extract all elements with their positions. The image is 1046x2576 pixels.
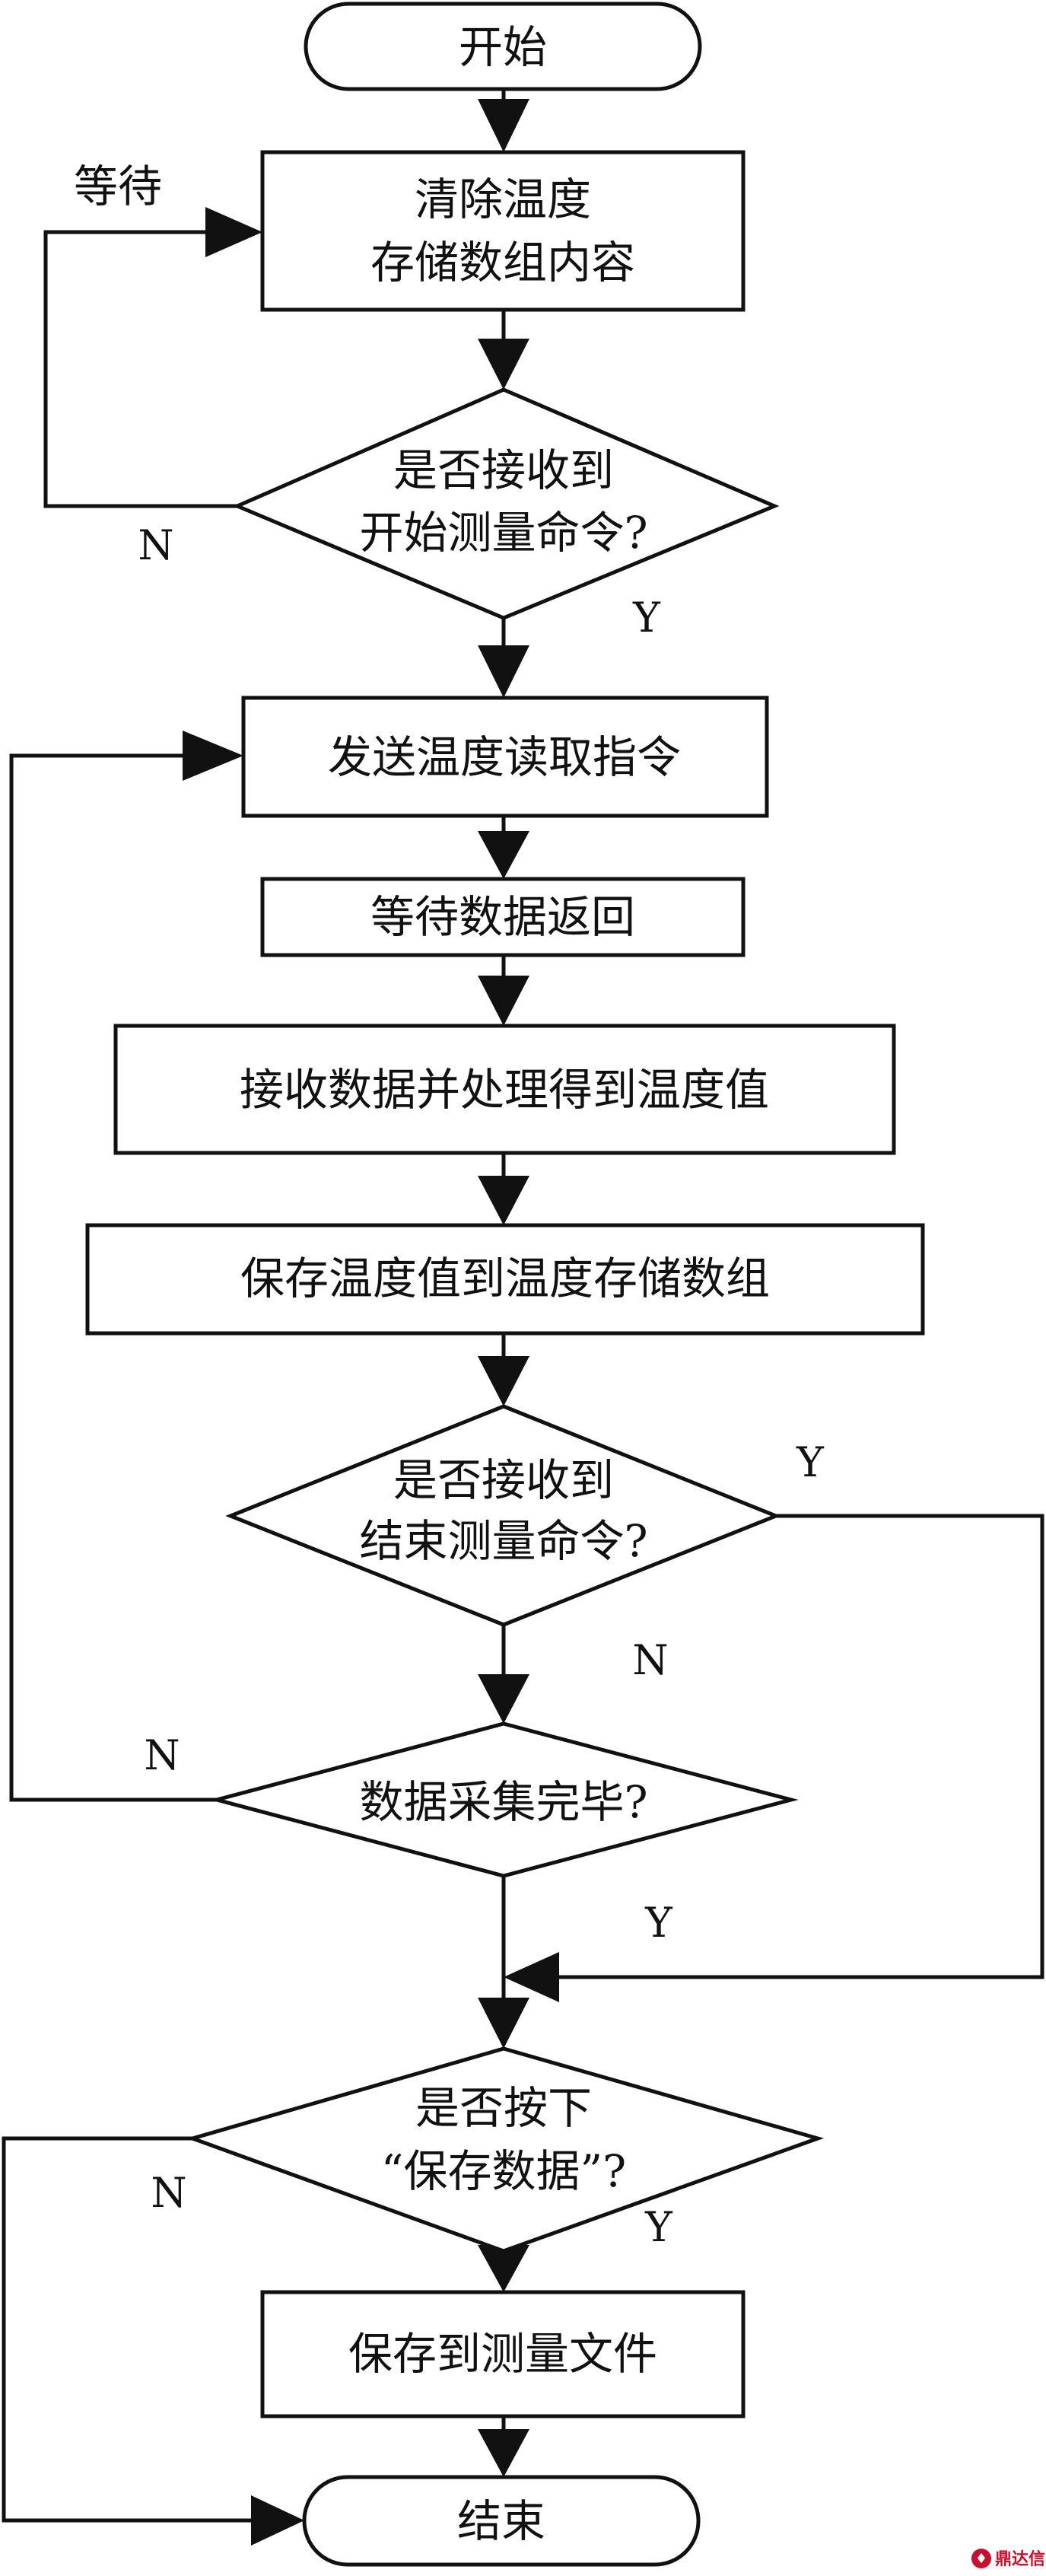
clear-array-line2: 存储数组内容 bbox=[370, 237, 635, 288]
decision-start-line2: 开始测量命令? bbox=[359, 507, 647, 559]
label-done-no: N bbox=[144, 1731, 180, 1779]
receive-data-box bbox=[113, 1024, 896, 1155]
node-start: 开始 bbox=[304, 2, 702, 91]
decision-save-line1: 是否按下 bbox=[415, 2082, 592, 2134]
save-value-label: 保存温度值到温度存储数组 bbox=[240, 1253, 770, 1304]
watermark: ♦ 鼎达信 bbox=[971, 2549, 1045, 2569]
edge-done-no-loop bbox=[9, 753, 217, 1802]
node-decision-end-cmd: 是否接收到 结束测量命令? bbox=[225, 1404, 781, 1627]
node-save-value: 保存温度值到温度存储数组 bbox=[85, 1223, 925, 1336]
arrowhead bbox=[478, 2429, 529, 2477]
arrowhead bbox=[478, 976, 529, 1026]
arrowhead bbox=[478, 2245, 529, 2292]
node-end: 结束 bbox=[302, 2475, 701, 2567]
arrowhead bbox=[251, 2495, 304, 2546]
watermark-text: 鼎达信 bbox=[995, 2549, 1045, 2569]
arrowhead bbox=[478, 1674, 529, 1724]
clear-array-line1: 清除温度 bbox=[415, 174, 591, 225]
end-terminator bbox=[302, 2475, 701, 2567]
arrowhead bbox=[183, 731, 243, 781]
label-end-cmd-yes: Y bbox=[796, 1438, 825, 1486]
connectors bbox=[2, 90, 1044, 2546]
save-file-label: 保存到测量文件 bbox=[348, 2328, 657, 2380]
wait-data-box bbox=[260, 877, 746, 957]
label-done-yes: Y bbox=[644, 1899, 673, 1947]
edge-end-cmd-yes bbox=[548, 1514, 1044, 1979]
arrowhead bbox=[478, 1176, 529, 1225]
arrowhead bbox=[478, 339, 529, 390]
send-command-box bbox=[241, 696, 769, 818]
decision-start-diamond bbox=[232, 387, 780, 620]
node-send-command: 发送温度读取指令 bbox=[241, 696, 769, 818]
node-save-file: 保存到测量文件 bbox=[260, 2290, 746, 2418]
watermark-logo-icon bbox=[971, 2549, 991, 2568]
decision-end-cmd-diamond bbox=[225, 1404, 781, 1627]
label-save-no: N bbox=[151, 2169, 186, 2217]
edge-labels: 等待 N Y Y N N Y N Y bbox=[74, 161, 825, 2251]
node-decision-save: 是否按下 “保存数据”? bbox=[186, 2046, 825, 2253]
arrowhead bbox=[504, 1952, 559, 2002]
save-file-box bbox=[260, 2290, 746, 2418]
decision-save-line2: “保存数据”? bbox=[381, 2145, 626, 2197]
receive-data-label: 接收数据并处理得到温度值 bbox=[240, 1064, 769, 1116]
edge-wait-loop bbox=[43, 230, 237, 508]
label-save-yes: Y bbox=[644, 2203, 673, 2251]
start-terminator bbox=[304, 2, 702, 91]
label-start-yes: Y bbox=[632, 594, 661, 642]
label-end-cmd-no: N bbox=[632, 1636, 668, 1684]
decision-save-diamond bbox=[186, 2046, 825, 2253]
node-receive-data: 接收数据并处理得到温度值 bbox=[113, 1024, 896, 1155]
decision-end-cmd-line1: 是否接收到 bbox=[393, 1454, 614, 1506]
start-label: 开始 bbox=[459, 21, 547, 73]
node-decision-start: 是否接收到 开始测量命令? bbox=[232, 387, 780, 620]
label-wait: 等待 bbox=[74, 161, 162, 212]
decision-start-line1: 是否接收到 bbox=[393, 444, 614, 496]
clear-array-box bbox=[260, 150, 746, 312]
arrowhead bbox=[478, 1356, 529, 1406]
label-start-no: N bbox=[138, 521, 173, 569]
node-wait-data: 等待数据返回 bbox=[260, 877, 746, 957]
node-clear-array: 清除温度 存储数组内容 bbox=[260, 150, 746, 312]
watermark-logo-glyph: ♦ bbox=[975, 2551, 987, 2567]
save-value-box bbox=[85, 1223, 925, 1336]
send-command-label: 发送温度读取指令 bbox=[328, 731, 681, 783]
decision-done-label: 数据采集完毕? bbox=[359, 1776, 647, 1828]
arrowhead bbox=[205, 207, 262, 257]
arrowhead bbox=[478, 1998, 529, 2049]
arrowhead bbox=[478, 831, 529, 879]
arrowhead bbox=[478, 645, 529, 698]
end-label: 结束 bbox=[457, 2495, 545, 2547]
wait-data-label: 等待数据返回 bbox=[370, 891, 635, 943]
decision-end-cmd-line2: 结束测量命令? bbox=[359, 1515, 647, 1567]
arrowhead bbox=[478, 99, 529, 152]
decision-done-diamond bbox=[209, 1721, 799, 1878]
edge-save-no bbox=[2, 2136, 274, 2523]
node-decision-done: 数据采集完毕? bbox=[209, 1721, 799, 1878]
